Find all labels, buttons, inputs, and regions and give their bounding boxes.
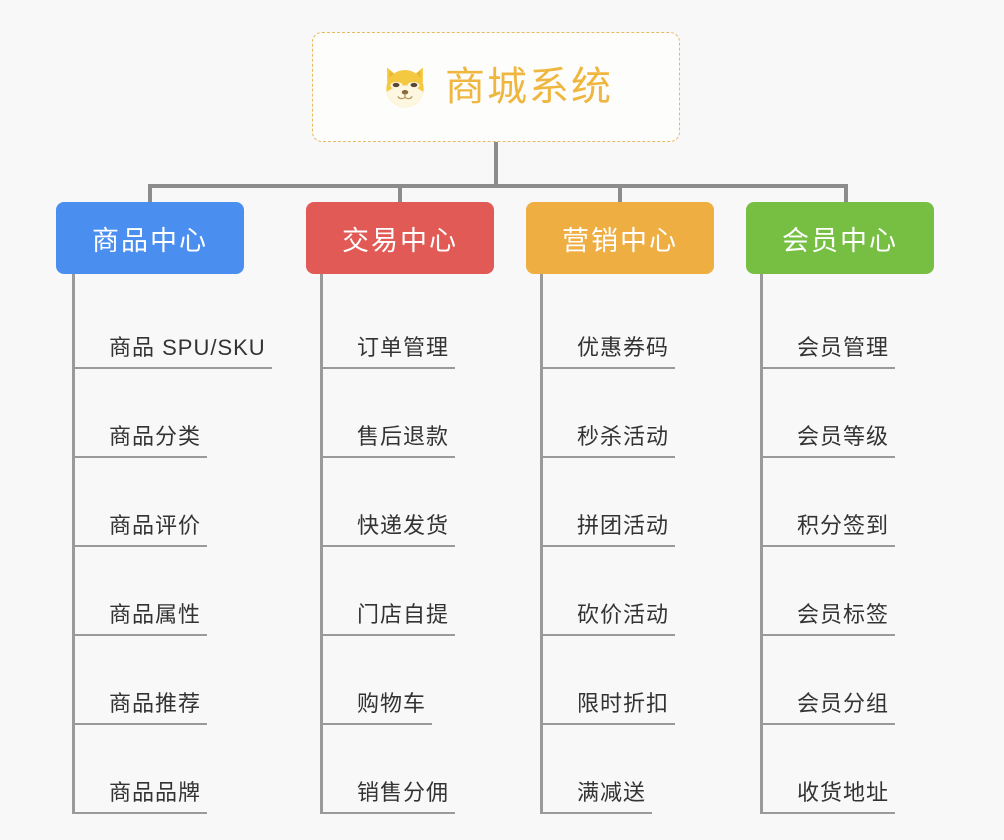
leaf-item[interactable]: 会员分组 (763, 636, 934, 725)
leaf-item[interactable]: 会员标签 (763, 547, 934, 636)
leaf-item-label: 会员等级 (763, 424, 896, 458)
root-node[interactable]: 商城系统 (312, 32, 680, 142)
branch-column-product-center: 商品中心 商品 SPU/SKU 商品分类 商品评价 商品属性 商品推荐 商品品牌 (56, 202, 272, 814)
branch-column-marketing-center: 营销中心 优惠券码 秒杀活动 拼团活动 砍价活动 限时折扣 满减送 (526, 202, 714, 814)
leaf-item[interactable]: 会员管理 (763, 280, 934, 369)
leaf-item[interactable]: 会员等级 (763, 369, 934, 458)
leaf-item-label: 订单管理 (323, 335, 456, 369)
leaf-item-label: 快递发货 (323, 513, 456, 547)
leaf-item[interactable]: 商品品牌 (75, 725, 244, 814)
leaf-list-trade-center: 订单管理 售后退款 快递发货 门店自提 购物车 销售分佣 (320, 274, 494, 814)
connector-drop-marketing (618, 184, 622, 204)
leaf-list-marketing-center: 优惠券码 秒杀活动 拼团活动 砍价活动 限时折扣 满减送 (540, 274, 714, 814)
leaf-item-label: 会员标签 (763, 602, 896, 636)
leaf-item[interactable]: 商品 SPU/SKU (75, 280, 272, 369)
branch-header-label: 会员中心 (782, 225, 898, 256)
leaf-item[interactable]: 拼团活动 (543, 458, 714, 547)
connector-root-stem (494, 142, 498, 186)
leaf-item-label: 商品 SPU/SKU (75, 335, 272, 369)
leaf-item[interactable]: 商品分类 (75, 369, 244, 458)
branch-header-label: 营销中心 (562, 225, 678, 256)
leaf-item-label: 积分签到 (763, 513, 896, 547)
leaf-item[interactable]: 积分签到 (763, 458, 934, 547)
branch-header-label: 交易中心 (342, 225, 458, 256)
branch-header-trade-center[interactable]: 交易中心 (306, 202, 494, 274)
root-title: 商城系统 (445, 65, 613, 109)
leaf-item[interactable]: 购物车 (323, 636, 494, 725)
leaf-item[interactable]: 订单管理 (323, 280, 494, 369)
branch-header-member-center[interactable]: 会员中心 (746, 202, 934, 274)
leaf-item[interactable]: 秒杀活动 (543, 369, 714, 458)
leaf-item-label: 商品推荐 (75, 691, 208, 725)
branch-header-label: 商品中心 (92, 225, 208, 256)
leaf-item-label: 门店自提 (323, 602, 456, 636)
branch-column-member-center: 会员中心 会员管理 会员等级 积分签到 会员标签 会员分组 收货地址 (746, 202, 934, 814)
leaf-item-label: 拼团活动 (543, 513, 676, 547)
leaf-item[interactable]: 收货地址 (763, 725, 934, 814)
leaf-item-label: 优惠券码 (543, 335, 676, 369)
leaf-item[interactable]: 商品推荐 (75, 636, 244, 725)
connector-drop-member (844, 184, 848, 204)
leaf-item[interactable]: 砍价活动 (543, 547, 714, 636)
leaf-item-label: 收货地址 (763, 780, 896, 814)
branch-header-product-center[interactable]: 商品中心 (56, 202, 244, 274)
leaf-item-label: 商品分类 (75, 424, 208, 458)
leaf-item-label: 购物车 (323, 691, 433, 725)
connector-drop-trade (398, 184, 402, 204)
leaf-item[interactable]: 售后退款 (323, 369, 494, 458)
shiba-dog-face-icon (379, 61, 431, 113)
leaf-item[interactable]: 商品属性 (75, 547, 244, 636)
connector-drop-product (148, 184, 152, 204)
leaf-item-label: 商品评价 (75, 513, 208, 547)
leaf-list-member-center: 会员管理 会员等级 积分签到 会员标签 会员分组 收货地址 (760, 274, 934, 814)
leaf-item[interactable]: 商品评价 (75, 458, 244, 547)
connector-horizontal-bus (148, 184, 848, 188)
leaf-item[interactable]: 满减送 (543, 725, 714, 814)
leaf-item[interactable]: 销售分佣 (323, 725, 494, 814)
leaf-item-label: 销售分佣 (323, 780, 456, 814)
leaf-item-label: 售后退款 (323, 424, 456, 458)
leaf-item-label: 会员管理 (763, 335, 896, 369)
leaf-item[interactable]: 限时折扣 (543, 636, 714, 725)
leaf-item-label: 满减送 (543, 780, 653, 814)
leaf-item[interactable]: 优惠券码 (543, 280, 714, 369)
leaf-item-label: 会员分组 (763, 691, 896, 725)
leaf-item[interactable]: 门店自提 (323, 547, 494, 636)
leaf-item-label: 限时折扣 (543, 691, 676, 725)
leaf-list-product-center: 商品 SPU/SKU 商品分类 商品评价 商品属性 商品推荐 商品品牌 (72, 274, 272, 814)
leaf-item-label: 秒杀活动 (543, 424, 676, 458)
leaf-item[interactable]: 快递发货 (323, 458, 494, 547)
leaf-item-label: 商品属性 (75, 602, 208, 636)
leaf-item-label: 砍价活动 (543, 602, 676, 636)
branch-column-trade-center: 交易中心 订单管理 售后退款 快递发货 门店自提 购物车 销售分佣 (306, 202, 494, 814)
branch-header-marketing-center[interactable]: 营销中心 (526, 202, 714, 274)
leaf-item-label: 商品品牌 (75, 780, 208, 814)
